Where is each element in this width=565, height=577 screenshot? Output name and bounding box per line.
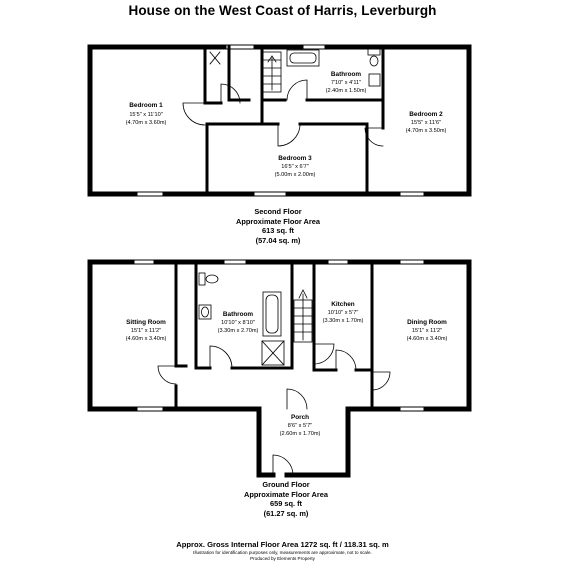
room-label-bedroom-2: Bedroom 2 <box>409 111 443 118</box>
caption-area-sqft: 613 sq. ft <box>261 226 295 236</box>
room-dimensions-bedroom-2: 15'5" x 11'6" <box>411 120 441 126</box>
room-dimensions-kitchen: 10'10" x 5'7" <box>328 310 359 316</box>
ground-bathtub <box>262 291 282 337</box>
gross-floor-area: Approx. Gross Internal Floor Area 1272 s… <box>176 540 389 549</box>
room-metric-kitchen: (3.30m x 1.70m) <box>323 318 364 324</box>
second-floor-windows <box>134 44 427 197</box>
room-dimensions-bathroom-upper: 7'10" x 4'11" <box>331 80 361 86</box>
caption-floor-name: Second Floor <box>254 207 302 216</box>
room-dimensions-dining-room: 15'1" x 11'2" <box>412 328 442 334</box>
room-label-dining-room: Dining Room <box>407 319 447 326</box>
second-floor-caption: Second Floor Approximate Floor Area 613 … <box>178 207 378 245</box>
ground-floor-windows <box>131 259 427 444</box>
caption-area-label: Approximate Floor Area <box>236 216 320 226</box>
caption-floor-name: Ground Floor <box>262 480 310 489</box>
room-metric-sitting-room: (4.60m x 3.40m) <box>126 336 167 342</box>
footer: Approx. Gross Internal Floor Area 1272 s… <box>0 540 565 562</box>
second-floor-fixtures <box>209 48 381 93</box>
ground-floor-doors <box>157 343 391 476</box>
upper-bathtub <box>286 49 320 67</box>
room-metric-bedroom-1: (4.70m x 3.60m) <box>126 120 167 126</box>
upper-basin <box>368 73 381 87</box>
caption-area-sqm: (61.27 sq. m) <box>263 508 309 518</box>
room-dimensions-bedroom-3: 16'5" x 6'7" <box>281 164 309 170</box>
room-label-bedroom-3: Bedroom 3 <box>278 155 312 162</box>
room-label-bathroom-upper: Bathroom <box>331 71 361 78</box>
cupboard <box>209 51 221 65</box>
ground-floor-outer-walls <box>87 259 472 478</box>
room-label-sitting-room: Sitting Room <box>126 319 166 326</box>
room-label-kitchen: Kitchen <box>331 301 355 308</box>
ground-floor-plan <box>87 259 472 478</box>
credit: Produced by Elements Property <box>250 556 315 561</box>
disclaimer: Illustration for identification purposes… <box>193 550 372 555</box>
ground-floor-caption: Ground Floor Approximate Floor Area 659 … <box>186 480 386 518</box>
room-metric-dining-room: (4.60m x 3.40m) <box>407 336 448 342</box>
room-metric-bathroom-upper: (2.40m x 1.50m) <box>326 88 367 94</box>
ground-toilet <box>198 272 219 286</box>
caption-area-label: Approximate Floor Area <box>244 489 328 499</box>
room-metric-porch: (2.60m x 1.70m) <box>280 431 321 437</box>
caption-area-sqm: (57.04 sq. m) <box>255 235 301 245</box>
room-dimensions-bathroom-ground: 10'10" x 8'10" <box>221 320 255 326</box>
room-dimensions-bedroom-1: 15'5" x 11'10" <box>129 112 162 118</box>
room-dimensions-porch: 8'6" x 5'7" <box>288 423 312 429</box>
ground-shower <box>261 340 285 366</box>
upper-stairs <box>262 51 282 93</box>
room-metric-bedroom-3: (5.00m x 2.00m) <box>275 172 316 178</box>
ground-basin <box>198 304 212 320</box>
page-title: House on the West Coast of Harris, Lever… <box>128 3 437 18</box>
upper-toilet <box>367 48 381 67</box>
room-metric-bathroom-ground: (3.30m x 2.70m) <box>218 328 259 334</box>
second-floor-internal-walls <box>203 45 385 196</box>
room-label-bathroom-ground: Bathroom <box>223 311 253 318</box>
ground-floor-fixtures <box>198 272 313 366</box>
room-label-bedroom-1: Bedroom 1 <box>129 102 163 109</box>
second-floor-plan <box>87 44 472 197</box>
room-dimensions-sitting-room: 15'1" x 11'2" <box>131 328 161 334</box>
ground-stairs <box>293 289 313 343</box>
room-label-porch: Porch <box>291 414 309 421</box>
room-metric-bedroom-2: (4.70m x 3.50m) <box>406 128 447 134</box>
caption-area-sqft: 659 sq. ft <box>269 499 303 509</box>
second-floor-doors <box>182 79 384 147</box>
